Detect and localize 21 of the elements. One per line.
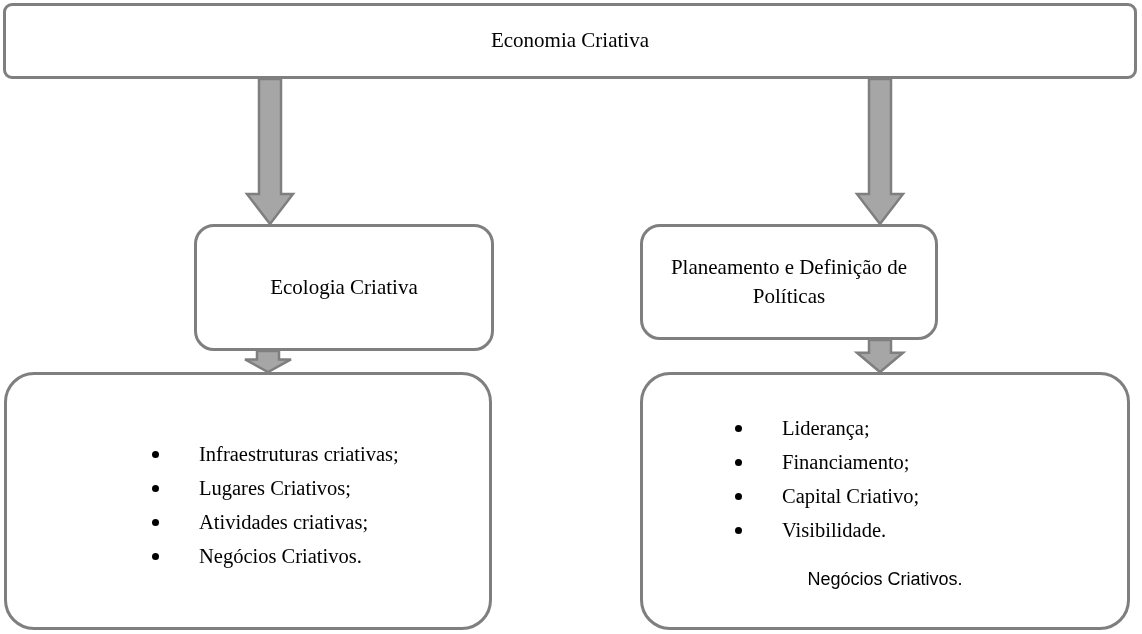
rounded-box bbox=[3, 3, 1137, 79]
list-item: Infraestruturas criativas; bbox=[199, 442, 399, 467]
rounded-box bbox=[194, 224, 494, 351]
list-item: Capital Criativo; bbox=[782, 484, 920, 510]
rounded-box bbox=[640, 224, 938, 340]
list-item: Atividades criativas; bbox=[199, 510, 369, 535]
list-item: Liderança; bbox=[782, 416, 870, 442]
list-item: Financiamento; bbox=[782, 450, 910, 475]
block-arrow bbox=[853, 338, 907, 374]
rounded-box bbox=[4, 372, 492, 630]
block-arrow bbox=[854, 77, 906, 227]
block-arrow bbox=[244, 77, 296, 227]
list-item: Lugares Criativos; bbox=[199, 476, 351, 502]
box-note: Negócios Criativos. bbox=[806, 569, 964, 590]
box-title: Ecologia Criativa bbox=[269, 273, 419, 301]
rounded-box bbox=[640, 372, 1130, 630]
block-arrow bbox=[243, 349, 293, 374]
list-item: Visibilidade. bbox=[782, 518, 887, 543]
box-title: Planeamento e Definição de Políticas bbox=[669, 253, 909, 310]
box-title: Economia Criativa bbox=[489, 27, 650, 55]
list-item: Negócios Criativos. bbox=[199, 544, 362, 570]
